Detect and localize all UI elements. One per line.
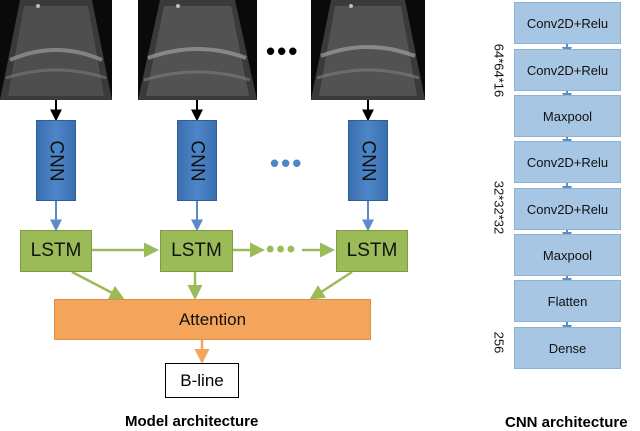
cnn-arch-caption: CNN architecture [505, 414, 628, 431]
dim-label-3-wrap: 256 [484, 331, 514, 353]
lstm-block-2: LSTM [160, 230, 233, 272]
layer-box: Conv2D+Relu [514, 2, 621, 44]
lstm-ellipsis: ••• [266, 236, 298, 263]
ultrasound-frame-2 [138, 0, 257, 100]
cnn-label: CNN [187, 139, 209, 182]
dim-label: 256 [491, 331, 507, 353]
model-caption: Model architecture [125, 413, 259, 430]
layer-box: Maxpool [514, 234, 621, 276]
cnn-label: CNN [46, 139, 68, 182]
cnn-block-1: CNN [36, 120, 76, 201]
lstm-block-3: LSTM [336, 230, 408, 272]
output-b-line: B-line [165, 363, 239, 398]
cnn-label: CNN [358, 139, 380, 182]
cnn-ellipsis: ••• [270, 148, 304, 178]
ultrasound-frame-1 [0, 0, 112, 100]
dim-label-2-wrap: 32*32*32 [464, 180, 534, 234]
layer-box: Flatten [514, 280, 621, 322]
layer-box: Conv2D+Relu [514, 141, 621, 183]
arrow-lstm-3-to-attention [309, 270, 353, 300]
layer-box: Conv2D+Relu [514, 188, 621, 230]
lstm-block-1: LSTM [20, 230, 92, 272]
cnn-block-3: CNN [348, 120, 388, 201]
layer-box: Conv2D+Relu [514, 49, 621, 91]
ultrasound-frame-3 [311, 0, 425, 100]
attention-block: Attention [54, 299, 371, 340]
layer-box: Dense [514, 327, 621, 369]
dim-label-1-wrap: 64*64*16 [464, 43, 534, 97]
frames-ellipsis: ••• [266, 36, 300, 66]
arrow-lstm-1-to-attention [71, 270, 125, 300]
dim-label: 64*64*16 [491, 43, 507, 97]
layer-box: Maxpool [514, 95, 621, 137]
dim-label: 32*32*32 [491, 180, 507, 234]
cnn-block-2: CNN [177, 120, 217, 201]
